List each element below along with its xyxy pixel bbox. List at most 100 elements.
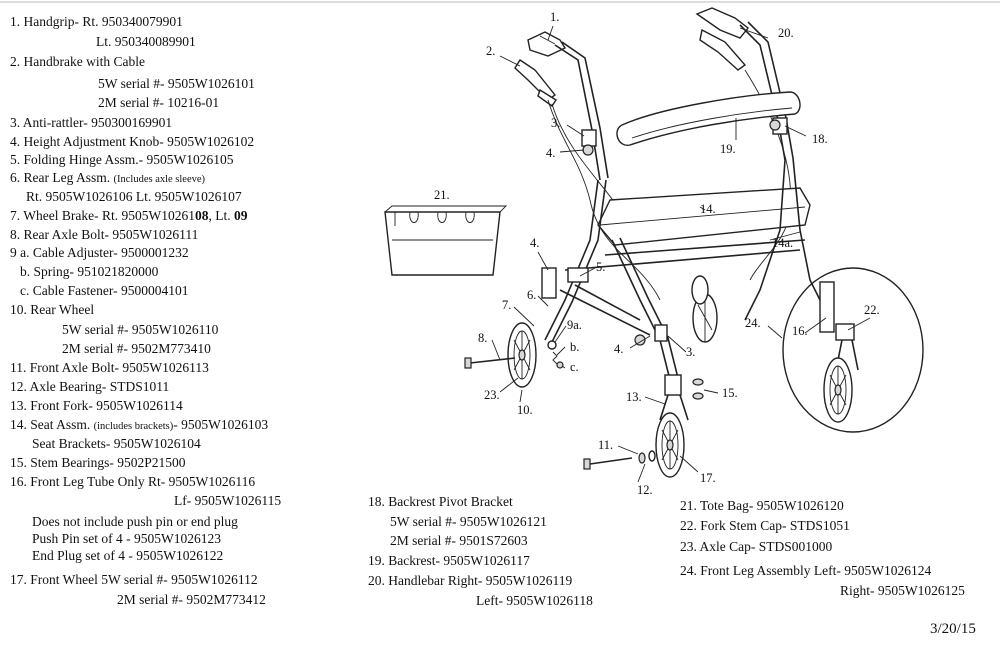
handbrake-right bbox=[699, 28, 747, 71]
part-21-tote-bag: 21. Tote Bag- 9505W1026120 bbox=[680, 498, 844, 513]
part-6-numbers: Rt. 9505W1026106 Lt. 9505W1026107 bbox=[26, 189, 242, 204]
part-20-handlebar-left: Left- 9505W1026118 bbox=[476, 593, 593, 608]
callout-24: 24. bbox=[745, 316, 761, 330]
callout-9a: 9a. bbox=[567, 318, 582, 332]
part-24-title: 24. Front Leg Assembly bbox=[680, 563, 811, 578]
part-24-right: Right- 9505W1026125 bbox=[840, 583, 965, 598]
part-2-handbrake: 2. Handbrake with Cable bbox=[10, 54, 145, 69]
tote-bag bbox=[384, 205, 508, 276]
callout-8: 8. bbox=[478, 331, 488, 345]
callout-4: 4. bbox=[546, 146, 556, 160]
part-14-seat-assm: 14. Seat Assm. (includes brackets)- 9505… bbox=[10, 417, 268, 435]
part-15-stem-bearings: 15. Stem Bearings- 9502P21500 bbox=[10, 455, 186, 470]
part-10-rear-wheel: 10. Rear Wheel bbox=[10, 302, 95, 317]
part-9c-cable-fastener: c. Cable Fastener- 9500004101 bbox=[20, 283, 189, 298]
part-9b-spring: b. Spring- 951021820000 bbox=[20, 264, 159, 279]
part-2-2m-serial: 2M serial #- 10216-01 bbox=[98, 95, 220, 110]
axle-bearing bbox=[638, 450, 656, 464]
part-6-rear-leg: 6. Rear Leg Assm. (Includes axle sleeve) bbox=[10, 170, 205, 188]
part-14-note: (includes brackets) bbox=[93, 421, 174, 432]
part-6-title: 6. Rear Leg Assm. bbox=[10, 170, 111, 185]
cable-fastener bbox=[556, 361, 564, 369]
callout-6: 6. bbox=[527, 288, 537, 302]
callout-3-lower: 3. bbox=[686, 345, 696, 359]
callout-14a: 14a. bbox=[772, 236, 794, 250]
callout-5: 5. bbox=[596, 260, 606, 274]
callout-4-lower: 4. bbox=[614, 342, 624, 356]
part-22-fork-stem-cap: 22. Fork Stem Cap- STDS1051 bbox=[680, 518, 850, 533]
callout-9b: b. bbox=[570, 340, 580, 354]
callout-23: 23. bbox=[484, 388, 500, 402]
callout-18: 18. bbox=[812, 132, 828, 146]
cable-adjuster bbox=[547, 340, 557, 350]
handlebar-tubes bbox=[554, 21, 794, 181]
part-10-2m-serial: 2M serial #- 9502M773410 bbox=[62, 341, 211, 356]
brake-cable-left-2 bbox=[551, 103, 621, 211]
callout-7: 7. bbox=[502, 298, 512, 312]
callout-21: 21. bbox=[434, 188, 450, 202]
spring bbox=[552, 351, 558, 365]
part-24-front-leg-assembly: 24. Front Leg Assembly Left- 9505W102612… bbox=[680, 563, 931, 579]
part-16-note: Does not include push pin or end plug bbox=[32, 514, 238, 529]
part-1-handgrip-rt: 1. Handgrip- Rt. 950340079901 bbox=[10, 14, 183, 29]
front-axle-bolt bbox=[583, 457, 633, 470]
part-20-handlebar-right: 20. Handlebar Right- 9505W1026119 bbox=[368, 573, 573, 588]
seat bbox=[597, 187, 811, 246]
callout-11: 11. bbox=[598, 438, 614, 452]
part-12-axle-bearing: 12. Axle Bearing- STDS1011 bbox=[10, 379, 170, 394]
callout-20: 20. bbox=[778, 26, 794, 40]
callout-13: 13. bbox=[626, 390, 642, 404]
part-7-wheel-brake: 7. Wheel Brake- Rt. 9505W1026108, Lt. 09 bbox=[10, 208, 247, 224]
brake-cable-left bbox=[547, 99, 661, 301]
part-14-number: - 9505W1026103 bbox=[173, 417, 269, 432]
part-16-push-pin: Push Pin set of 4 - 9505W1026123 bbox=[32, 531, 221, 546]
height-knob-upper-left bbox=[582, 144, 594, 156]
handbrake-left bbox=[514, 59, 557, 107]
stem-bearings bbox=[692, 378, 704, 400]
part-8-rear-axle-bolt: 8. Rear Axle Bolt- 9505W1026111 bbox=[10, 227, 199, 242]
rear-axle-bolt bbox=[464, 357, 516, 369]
part-11-front-axle-bolt: 11. Front Axle Bolt- 9505W1026113 bbox=[10, 360, 209, 375]
callout-2: 2. bbox=[486, 44, 496, 58]
part-7-rt-suffix: 08 bbox=[194, 208, 209, 223]
part-16-front-leg-tube: 16. Front Leg Tube Only Rt- 9505W1026116 bbox=[10, 474, 256, 489]
part-18-2m-serial: 2M serial #- 9501S72603 bbox=[390, 533, 528, 548]
callout-3: 3. bbox=[551, 116, 561, 130]
part-10-5w-serial: 5W serial #- 9505W1026110 bbox=[62, 322, 219, 337]
part-18-backrest-bracket: 18. Backrest Pivot Bracket bbox=[368, 494, 513, 509]
callout-12: 12. bbox=[637, 483, 653, 497]
callout-17: 17. bbox=[700, 471, 716, 485]
part-18-5w-serial: 5W serial #- 9505W1026121 bbox=[390, 514, 547, 529]
part-2-5w-serial: 5W serial #- 9505W1026101 bbox=[98, 76, 255, 91]
part-14-title: 14. Seat Assm. bbox=[10, 417, 91, 432]
callout-14: 14. bbox=[700, 202, 716, 216]
backrest bbox=[616, 91, 801, 146]
callout-4-knob: 4. bbox=[530, 236, 540, 250]
part-14-seat-brackets: Seat Brackets- 9505W1026104 bbox=[32, 436, 201, 451]
part-3-anti-rattler: 3. Anti-rattler- 950300169901 bbox=[10, 115, 173, 130]
leader-lines bbox=[491, 25, 871, 483]
part-23-axle-cap: 23. Axle Cap- STDS001000 bbox=[680, 539, 833, 554]
callout-19: 19. bbox=[720, 142, 736, 156]
front-left-wheel-assembly bbox=[655, 374, 689, 478]
handgrip-left bbox=[527, 31, 567, 57]
part-13-front-fork: 13. Front Fork- 9505W1026114 bbox=[10, 398, 183, 413]
front-leg-detail-circle bbox=[782, 267, 924, 433]
callout-10: 10. bbox=[517, 403, 533, 417]
part-1-handgrip-lt: Lt. 950340089901 bbox=[96, 34, 196, 49]
height-knob-upper-right bbox=[769, 119, 781, 131]
callout-15: 15. bbox=[722, 386, 738, 400]
part-7-text-c: , Lt. bbox=[208, 208, 234, 223]
part-16-end-plug: End Plug set of 4 - 9505W1026122 bbox=[32, 548, 224, 563]
part-16-lf: Lf- 9505W1026115 bbox=[174, 493, 282, 508]
handgrip-right bbox=[695, 7, 749, 39]
backrest-bracket-left bbox=[581, 129, 597, 147]
callout-22: 22. bbox=[864, 303, 880, 317]
height-knob-lower bbox=[634, 334, 646, 346]
part-4-height-knob: 4. Height Adjustment Knob- 9505W1026102 bbox=[10, 134, 255, 149]
anti-rattler-lower bbox=[654, 324, 668, 342]
part-9a-cable-adjuster: 9 a. Cable Adjuster- 9500001232 bbox=[10, 245, 189, 260]
part-7-text-a: 7. Wheel Brake- Rt. 9505W10261 bbox=[10, 208, 195, 223]
part-6-note: (Includes axle sleeve) bbox=[113, 174, 206, 185]
